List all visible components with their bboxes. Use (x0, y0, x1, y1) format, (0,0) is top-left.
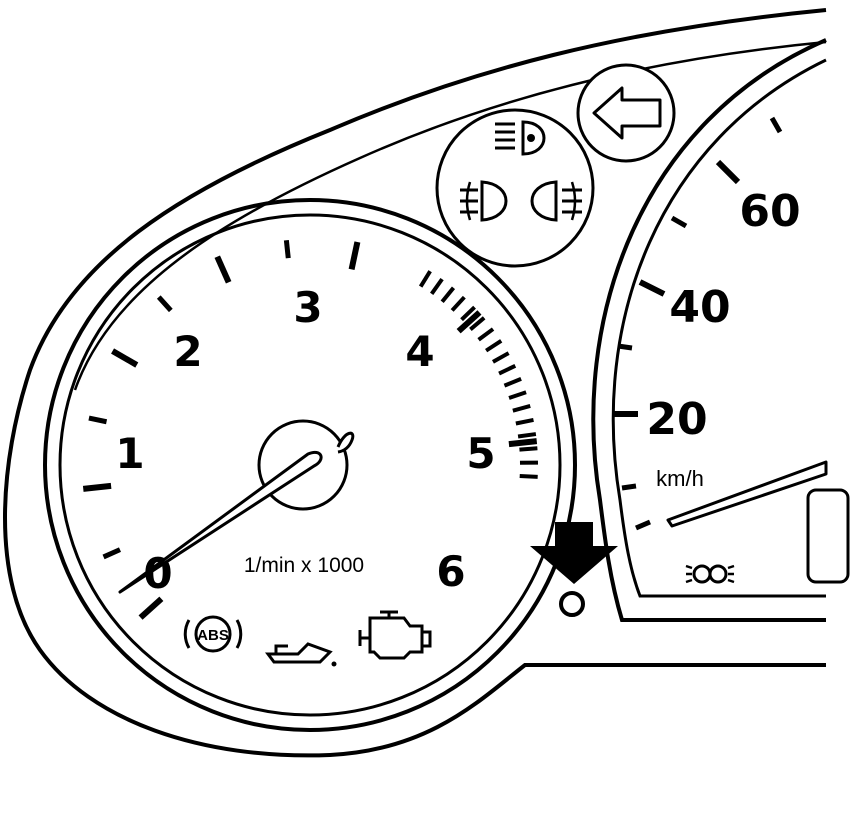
tachometer-unit: 1/min x 1000 (244, 554, 364, 577)
check-engine-icon (358, 610, 432, 660)
tach-label-1: 1 (115, 429, 144, 478)
speed-label-40: 40 (669, 282, 730, 333)
indicator-pod (435, 108, 595, 268)
tach-label-5: 5 (466, 429, 495, 478)
tach-minor-tick (102, 547, 121, 560)
cluster-housing-inner (73, 40, 827, 391)
rear-fog-light-icon (530, 180, 582, 222)
tach-minor-tick (88, 415, 108, 425)
tach-major-tick (508, 438, 538, 448)
speedometer-unit: km/h (656, 466, 704, 491)
speed-label-60: 60 (739, 186, 800, 237)
tach-fine-tick (440, 286, 456, 304)
speedometer-bezel (591, 38, 827, 622)
speed-tick (769, 116, 783, 134)
odometer-display (806, 488, 850, 584)
tachometer-face (58, 213, 562, 717)
speed-label-20: 20 (646, 394, 707, 445)
tach-label-3: 3 (293, 283, 322, 332)
tach-fine-tick (418, 270, 432, 288)
pointer-arrow-icon (530, 522, 618, 584)
abs-warning-icon: ABS (183, 615, 243, 653)
cluster-housing (3, 8, 827, 758)
tach-fine-tick (508, 390, 527, 400)
speed-tick (715, 159, 741, 185)
tachometer-labels: 0 1 2 3 4 5 6 (115, 283, 495, 598)
tach-major-tick (214, 255, 232, 284)
tach-fine-tick (491, 351, 510, 364)
speed-tick (635, 519, 651, 531)
tach-major-tick (138, 596, 164, 620)
parking-light-icon (685, 564, 735, 584)
tach-label-2: 2 (173, 327, 202, 376)
tach-fine-tick (485, 339, 503, 353)
needle-body (118, 451, 323, 594)
high-beam-icon (495, 120, 546, 156)
speed-tick (621, 483, 637, 491)
tach-major-tick (111, 348, 139, 368)
speedometer-ticks (612, 116, 783, 531)
tach-fine-tick (477, 327, 495, 342)
speedometer-face (611, 58, 827, 598)
oil-pressure-icon (265, 642, 337, 667)
tach-fine-tick (460, 305, 476, 322)
tach-fine-tick (430, 277, 444, 295)
tachometer-needle (118, 419, 355, 594)
tachometer-ticks (82, 239, 539, 620)
tach-label-4: 4 (405, 327, 434, 376)
tach-fine-tick (498, 363, 517, 376)
tach-fine-tick (503, 377, 522, 388)
tach-fine-tick (517, 432, 537, 439)
turn-signal-arrow-icon (592, 86, 662, 140)
speedometer-needle (666, 460, 828, 528)
abs-text: ABS (197, 627, 229, 644)
tach-fine-tick (519, 473, 538, 479)
tach-minor-tick (156, 295, 173, 313)
speed-tick (617, 343, 633, 351)
tach-minor-tick (283, 239, 291, 259)
tach-major-tick (348, 241, 361, 270)
tach-major-tick (82, 482, 112, 492)
needle-hub-tail (336, 431, 355, 454)
tach-fine-tick (450, 295, 466, 312)
tachometer-bezel (43, 198, 577, 732)
tach-fine-tick (469, 316, 486, 331)
tach-fine-tick (519, 446, 538, 452)
speed-tick (638, 279, 666, 297)
tach-fine-tick (512, 404, 531, 413)
tach-major-tick (456, 310, 482, 334)
front-fog-light-icon (460, 180, 508, 222)
speed-tick (670, 215, 688, 229)
tach-fine-tick (515, 417, 534, 426)
reset-knob-icon[interactable] (559, 591, 585, 617)
tach-label-6: 6 (436, 547, 465, 596)
